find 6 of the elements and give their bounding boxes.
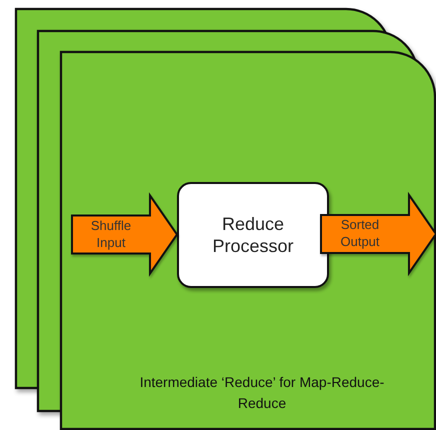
block-arrow xyxy=(71,192,178,277)
edge-label: Shuffle Input xyxy=(90,216,132,250)
process-box: Reduce Processor xyxy=(177,182,329,288)
block-arrow xyxy=(320,192,436,276)
caption: Intermediate ‘Reduce’ for Map-Reduce-Reduce xyxy=(138,373,386,413)
edge-label: Sorted Output xyxy=(339,216,381,250)
